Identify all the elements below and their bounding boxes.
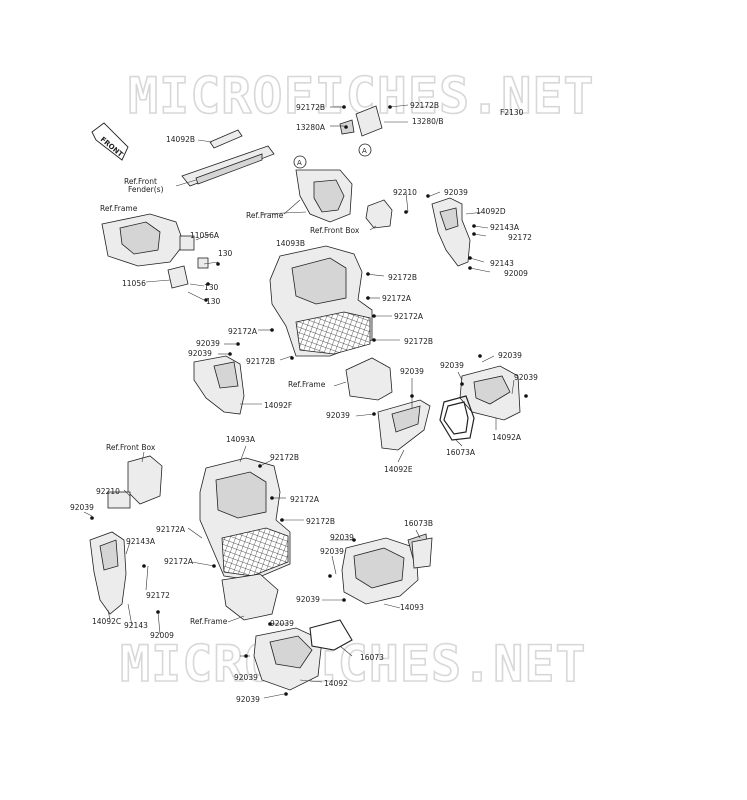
svg-text:A: A [362, 147, 367, 155]
label-14093A: 14093A [226, 435, 256, 444]
part-14092A-cover [439, 365, 521, 441]
label-92172A: 92172A [394, 312, 424, 321]
leader-lines [83, 104, 515, 699]
part-14092E-cover [377, 399, 431, 451]
frame-center-mid [345, 357, 393, 401]
label-92039: 92039 [498, 351, 522, 360]
label-92172A: 92172A [228, 327, 258, 336]
label-16073: 16073 [360, 653, 384, 662]
label-14092A: 14092A [492, 433, 522, 442]
label-14092D: 14092D [476, 207, 506, 216]
label-14093B: 14093B [276, 239, 305, 248]
part-14092C-cover [89, 531, 127, 615]
part-16073B-gasket [411, 537, 433, 569]
label-92039: 92039 [234, 673, 258, 682]
part-14092D-cover [431, 197, 471, 267]
figure-code: F2130 [500, 108, 524, 117]
label-92172: 92172 [146, 591, 170, 600]
label-92039: 92039 [326, 411, 350, 420]
label-14092E: 14092E [384, 465, 413, 474]
label-16073B: 16073B [404, 519, 433, 528]
label-92172B: 92172B [388, 273, 417, 282]
label-ref-front-fender: Ref.Front [124, 177, 157, 186]
label-92039: 92039 [70, 503, 94, 512]
label-92039: 92039 [440, 361, 464, 370]
label-14092F: 14092F [264, 401, 292, 410]
label-92039: 92039 [444, 188, 468, 197]
front-arrow-icon: FRONT [91, 122, 129, 161]
label-ref-front-box: Ref.Front Box [310, 226, 360, 235]
label-92039: 92039 [188, 349, 212, 358]
label-92172B: 92172B [296, 103, 325, 112]
label-13280B: 13280/B [412, 117, 444, 126]
label-ref-frame: Ref.Frame [100, 204, 138, 213]
frame-left-assembly [101, 213, 209, 289]
label-ref-frame: Ref.Frame [246, 211, 284, 220]
label-ref-front-box: Ref.Front Box [106, 443, 156, 452]
label-92009: 92009 [150, 631, 174, 640]
part-14092F-cover [193, 355, 245, 415]
label-11056A: 11056A [190, 231, 220, 240]
label-16073A: 16073A [446, 448, 476, 457]
label-92172B: 92172B [306, 517, 335, 526]
label-92009: 92009 [504, 269, 528, 278]
label-14092: 14092 [324, 679, 348, 688]
label-92172: 92172 [508, 233, 532, 242]
label-14092B: 14092B [166, 135, 195, 144]
part-front-box-lower [107, 455, 163, 509]
part-14092B-bracket [181, 129, 275, 187]
watermark-bottom: MICROFICHES.NET [120, 635, 587, 693]
label-92039: 92039 [400, 367, 424, 376]
label-92172B: 92172B [270, 453, 299, 462]
label-130: 130 [204, 283, 219, 292]
label-92210: 92210 [96, 487, 120, 496]
label-92039: 92039 [514, 373, 538, 382]
label-92039: 92039 [196, 339, 220, 348]
label-ref-front-fender: Fender(s) [128, 185, 164, 194]
part-14093B-floor-tray [269, 245, 373, 357]
part-14092-cover [253, 619, 353, 691]
label-92172B: 92172B [246, 357, 275, 366]
svg-text:A: A [297, 159, 302, 167]
part-14093A-floor-tray [199, 457, 291, 581]
label-ref-frame: Ref.Frame [190, 617, 228, 626]
label-92039: 92039 [236, 695, 260, 704]
label-ref-frame: Ref.Frame [288, 380, 326, 389]
label-92143A: 92143A [490, 223, 520, 232]
callout-a-right: A [358, 143, 372, 157]
label-92172A: 92172A [290, 495, 320, 504]
label-92172A: 92172A [156, 525, 186, 534]
frame-center-top [283, 169, 353, 223]
label-14092C: 14092C [92, 617, 121, 626]
part-labels: 92172B 92172B 13280A 13280/B 14092B Ref.… [70, 101, 538, 704]
label-92039: 92039 [320, 547, 344, 556]
label-92143: 92143 [490, 259, 514, 268]
label-92172B: 92172B [410, 101, 439, 110]
label-13280A: 13280A [296, 123, 326, 132]
label-92039: 92039 [330, 533, 354, 542]
label-92039: 92039 [270, 619, 294, 628]
label-92039: 92039 [296, 595, 320, 604]
label-130: 130 [218, 249, 233, 258]
frame-lower [221, 573, 279, 621]
part-front-box-small [365, 199, 393, 229]
label-130: 130 [206, 297, 221, 306]
fastener-dots [90, 105, 528, 696]
label-92210: 92210 [393, 188, 417, 197]
label-92143A: 92143A [126, 537, 156, 546]
label-14093: 14093 [400, 603, 424, 612]
label-11056: 11056 [122, 279, 146, 288]
label-92172B: 92172B [404, 337, 433, 346]
label-92172A: 92172A [382, 294, 412, 303]
label-92172A: 92172A [164, 557, 194, 566]
callout-a-left: A [293, 155, 307, 169]
label-92143: 92143 [124, 621, 148, 630]
